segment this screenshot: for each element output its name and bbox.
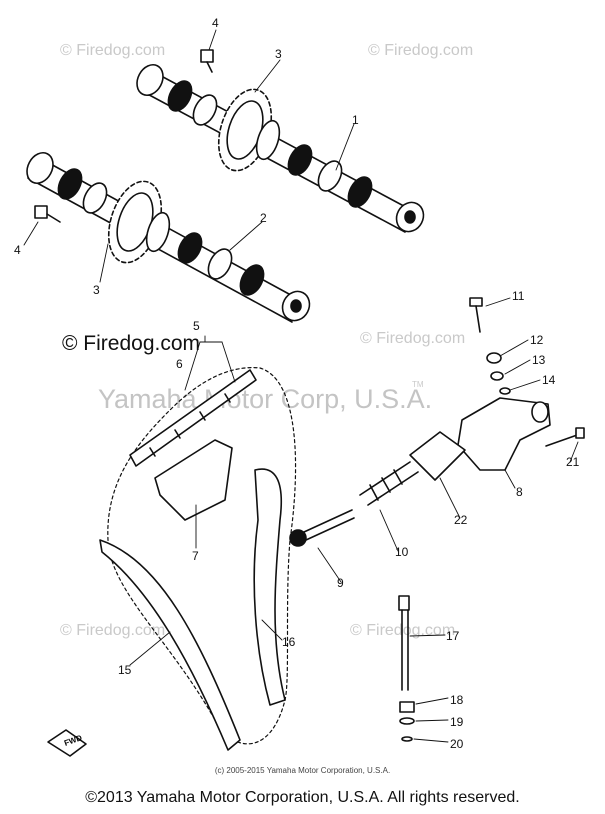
bolt-11 [469,297,483,333]
washer-20 [401,736,413,742]
sprocket-lower [107,180,171,264]
chain-guide-16 [253,468,286,706]
spring-10 [359,461,419,506]
label-part-3-lower: 3 [93,283,100,297]
washer-19 [399,717,415,725]
camshaft-2 [26,151,311,323]
label-part-8: 8 [516,485,523,499]
label-part-17: 17 [446,629,460,643]
watermark-mid-right: © Firedog.com [360,330,466,347]
chain-link-5 [129,369,257,467]
fwd-arrow [47,729,87,757]
bolt-21 [545,427,585,447]
label-part-1: 1 [352,113,359,127]
label-part-22: 22 [454,513,468,527]
label-part-20: 20 [450,737,464,751]
label-part-19: 19 [450,715,464,729]
nut-12 [486,352,502,364]
label-part-5: 5 [193,319,200,333]
push-rod-9 [289,509,355,547]
bolt-4-lower [34,205,61,223]
label-part-2: 2 [260,211,267,225]
label-part-9: 9 [337,576,344,590]
label-part-21: 21 [566,455,580,469]
rod-17 [398,595,410,691]
diagram-credit: (c) 2005-2015 Yamaha Motor Corporation, … [214,766,391,775]
sprocket-upper [217,88,281,172]
label-part-6: 6 [176,357,183,371]
washer-13 [490,371,504,381]
watermark-top-left: © Firedog.com [60,42,166,59]
watermark-bottom-left: © Firedog.com [60,622,166,639]
camshaft-1 [136,63,425,233]
label-part-11: 11 [512,289,525,303]
label-part-18: 18 [450,693,464,707]
part-18 [399,701,415,713]
label-part-16: 16 [282,635,296,649]
label-part-10: 10 [395,545,409,559]
label-part-3-upper: 3 [275,47,282,61]
gasket-22 [409,431,466,481]
watermark-yamaha: Yamaha Motor Corp, U.S.A. [98,384,433,414]
label-part-4-lower: 4 [14,243,21,257]
tensioner-body-8 [457,397,551,471]
label-part-14: 14 [542,373,556,387]
label-part-7: 7 [192,549,199,563]
watermark-top-right: © Firedog.com [368,42,474,59]
washer-14 [499,387,511,395]
chain-guide-15 [99,539,241,751]
watermark-tm: TM [412,380,424,389]
bolt-4-upper [200,49,214,73]
label-part-13: 13 [532,353,546,367]
label-part-4-upper: 4 [212,16,219,30]
chain-guide-7 [154,439,233,521]
label-part-12: 12 [530,333,544,347]
cam-chain [107,367,297,745]
watermark-firedog: © Firedog.com [62,332,201,355]
copyright-footer: ©2013 Yamaha Motor Corporation, U.S.A. A… [85,789,520,806]
label-part-15: 15 [118,663,132,677]
